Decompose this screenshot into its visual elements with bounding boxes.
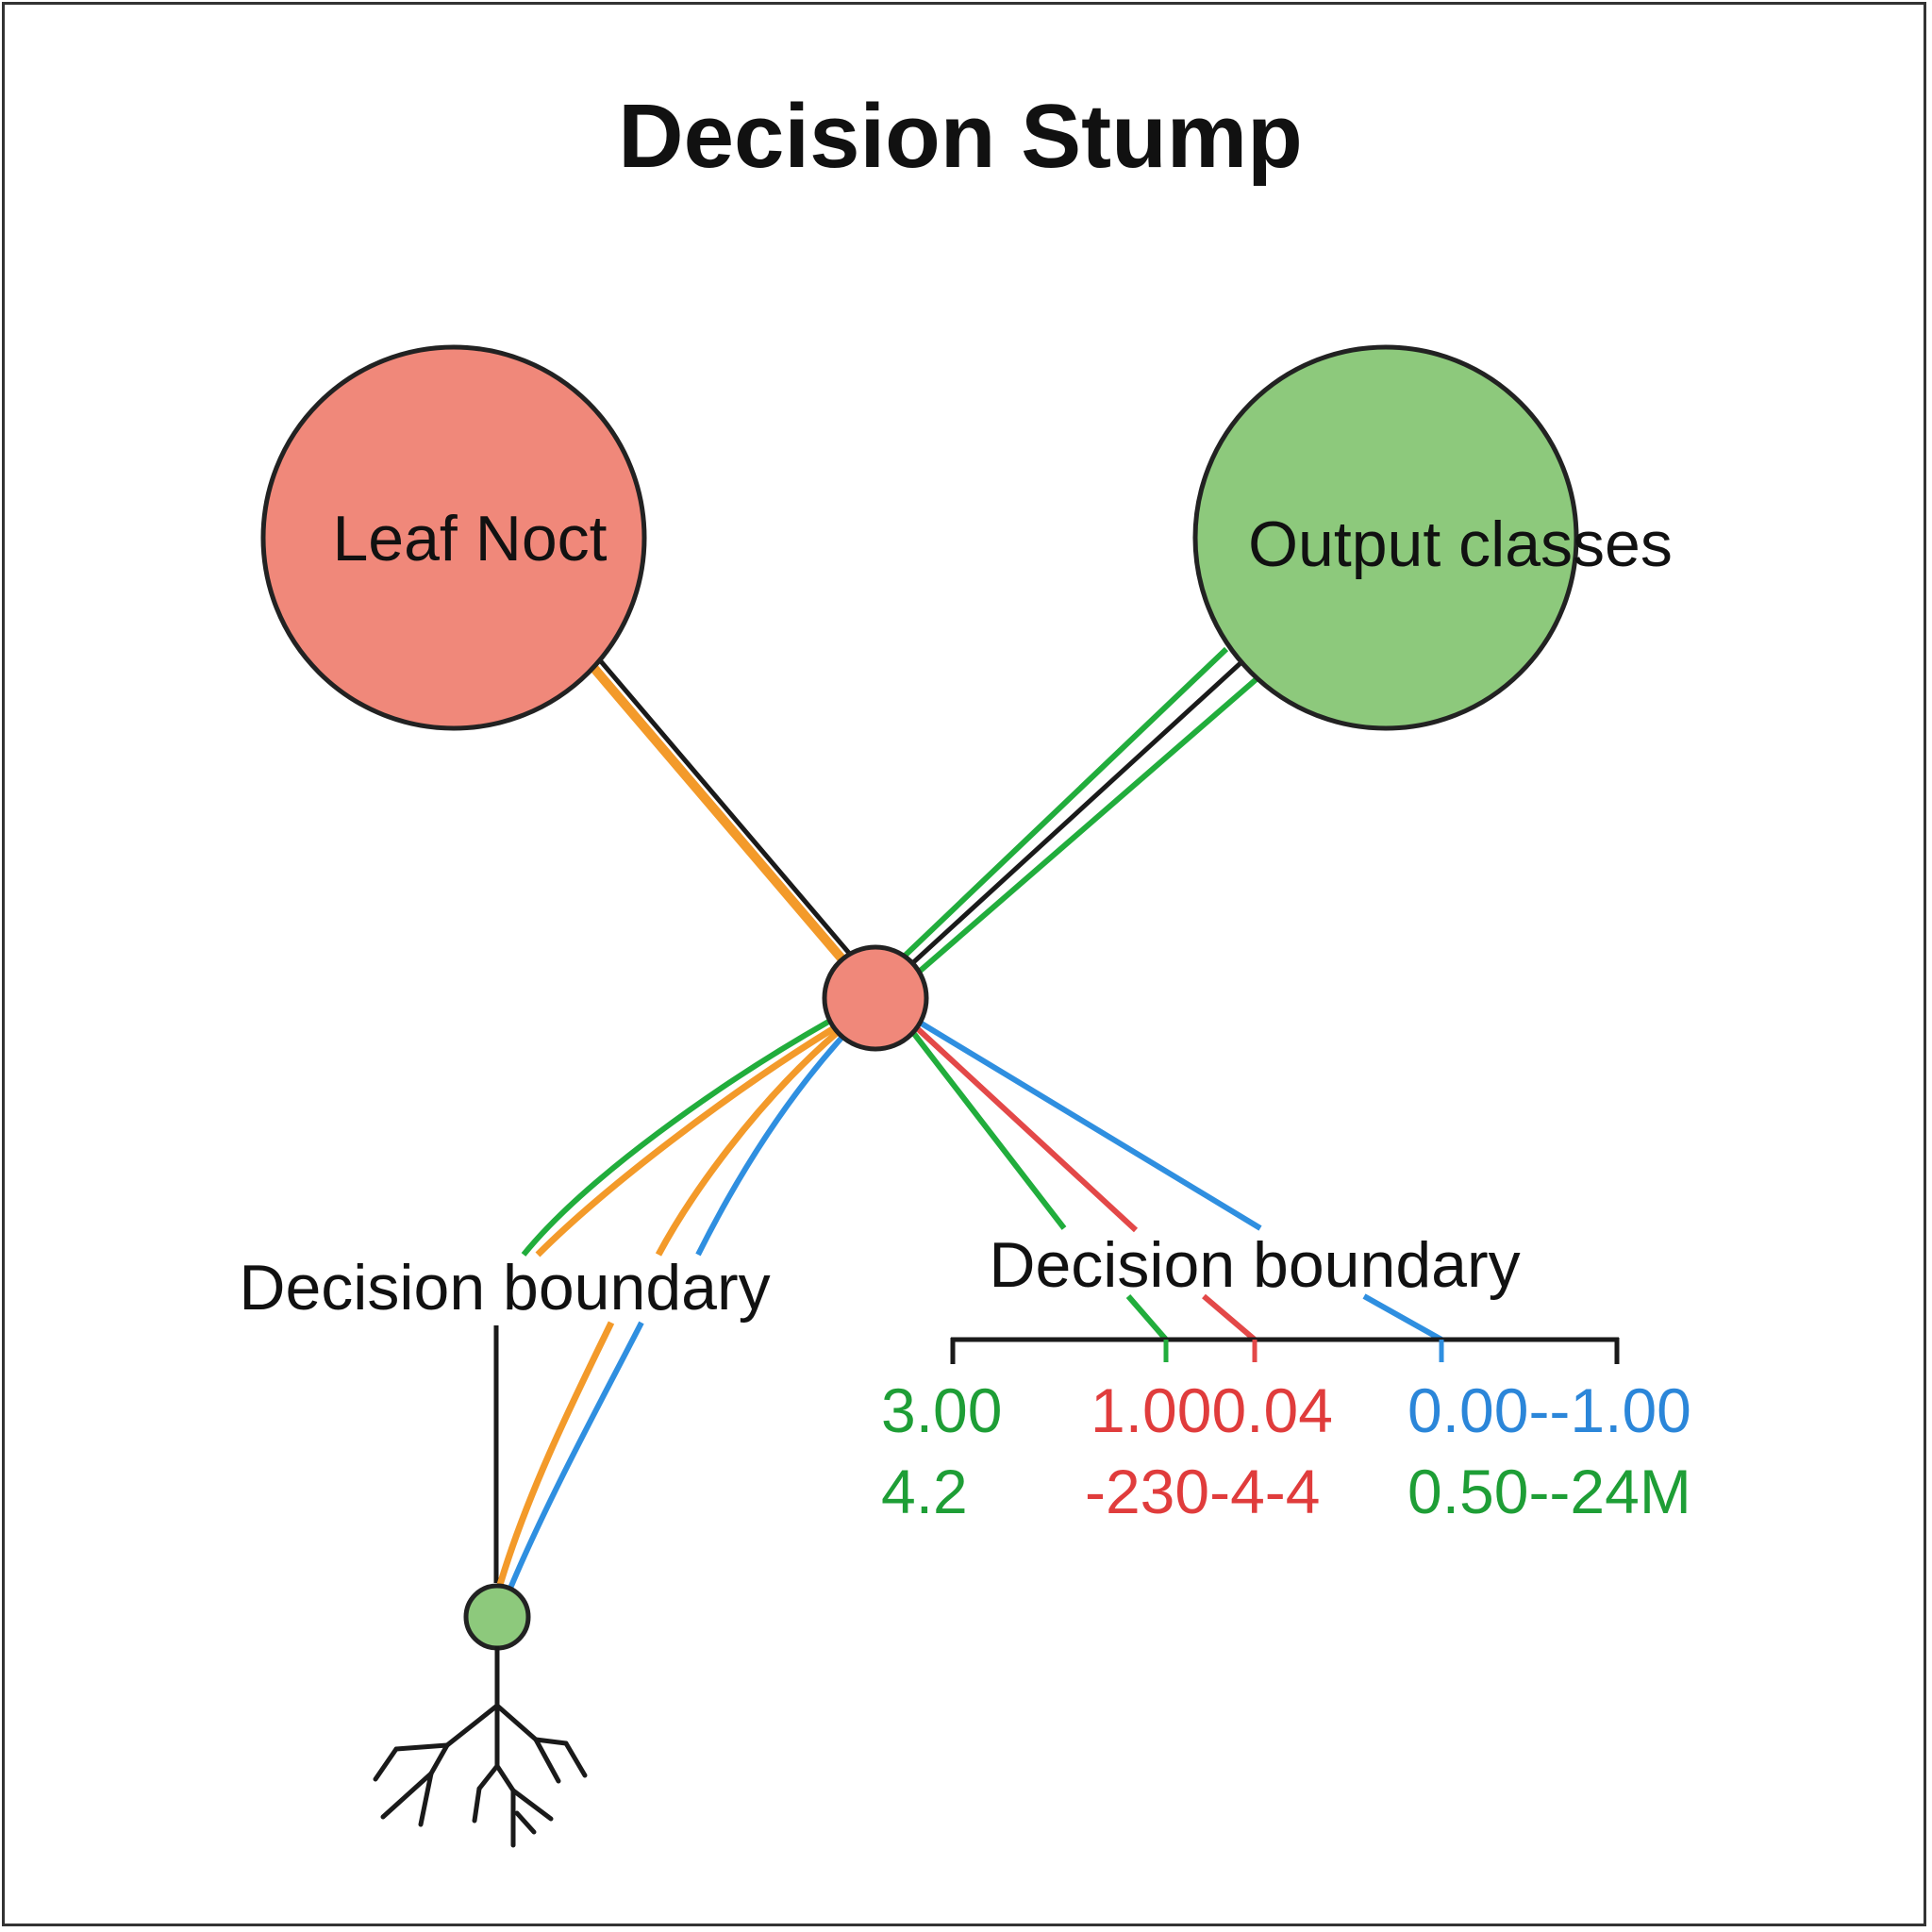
edge-right-leaf-to-root bbox=[899, 646, 1260, 976]
decision-boundary-right-label: Decision boundary bbox=[989, 1229, 1520, 1301]
leaf-node-right-label: Output classes bbox=[1248, 508, 1673, 580]
root-split-node bbox=[822, 944, 929, 1052]
scale-value-r2-c3: 0.50--24M bbox=[1407, 1457, 1691, 1526]
scale-value-r1-c1: 3.00 bbox=[881, 1375, 1002, 1445]
scale-value-r1-c2: 1.000.04 bbox=[1091, 1375, 1333, 1445]
bottom-node bbox=[463, 1583, 531, 1651]
leaf-node-left: Leaf Noct bbox=[260, 344, 647, 731]
edge-left-boundary-to-bottom-node bbox=[493, 1321, 644, 1592]
edge-root-to-left-boundary bbox=[521, 1018, 846, 1257]
decision-boundary-left-label: Decision boundary bbox=[239, 1252, 770, 1324]
diagram-title: Decision Stump bbox=[618, 86, 1302, 187]
leaf-node-left-label: Leaf Noct bbox=[332, 503, 607, 575]
scale-value-r2-c1: 4.2 bbox=[881, 1457, 968, 1526]
leaf-node-right: Output classes bbox=[1192, 344, 1673, 731]
scale-value-r1-c3: 0.00--1.00 bbox=[1407, 1375, 1691, 1445]
boundary-scale-axis bbox=[950, 1337, 1620, 1364]
edge-left-leaf-to-root bbox=[587, 658, 860, 975]
roots-icon bbox=[373, 1645, 588, 1848]
edge-root-to-right-boundary bbox=[908, 1018, 1443, 1342]
scale-value-r2-c2: -230-4-4 bbox=[1085, 1457, 1320, 1526]
